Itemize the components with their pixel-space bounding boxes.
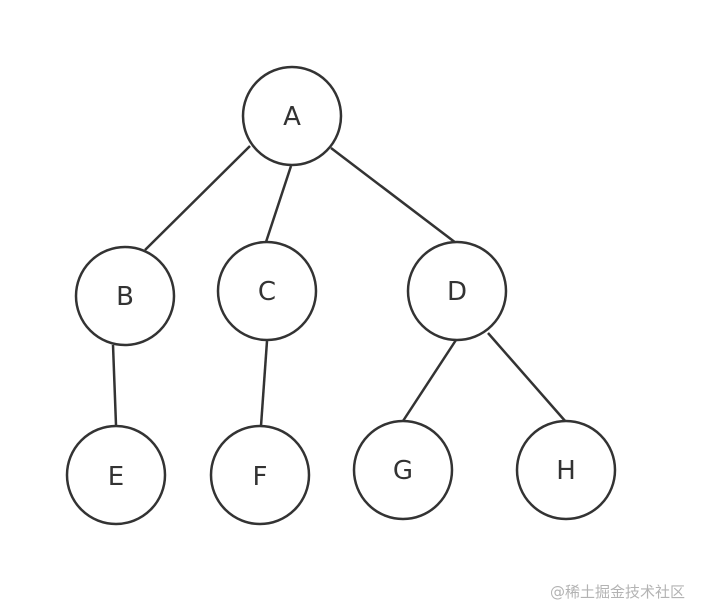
tree-node-g: G	[352, 419, 454, 521]
node-e-label: E	[108, 462, 124, 492]
tree-node-c: C	[216, 240, 318, 342]
node-a-circle	[241, 65, 343, 167]
node-d-circle	[406, 240, 508, 342]
node-h-label: H	[556, 456, 576, 486]
tree-node-a: A	[241, 65, 343, 167]
edges-layer	[111, 145, 567, 427]
edge-c-f	[259, 340, 269, 427]
edge-a-b	[144, 145, 251, 251]
node-c-circle	[216, 240, 318, 342]
tree-node-d: D	[406, 240, 508, 342]
node-h-circle	[515, 419, 617, 521]
watermark: @稀土掘金技术社区	[549, 583, 685, 601]
node-f-circle	[209, 424, 311, 526]
node-a-label: A	[283, 102, 301, 132]
tree-node-h: H	[515, 419, 617, 521]
edge-d-g	[401, 339, 458, 422]
tree-node-e: E	[65, 424, 167, 526]
edge-a-d	[330, 147, 457, 244]
edge-b-e	[111, 344, 118, 426]
node-f-label: F	[253, 462, 268, 492]
node-b-label: B	[116, 282, 134, 312]
edge-d-h	[487, 332, 567, 423]
tree-node-b: B	[74, 245, 176, 347]
tree-node-f: F	[209, 424, 311, 526]
node-b-circle	[74, 245, 176, 347]
node-g-circle	[352, 419, 454, 521]
edge-a-c	[264, 165, 293, 243]
nodes-layer: A B C D E F G H	[65, 65, 617, 526]
node-e-circle	[65, 424, 167, 526]
node-g-label: G	[393, 456, 413, 486]
node-d-label: D	[447, 277, 467, 307]
node-c-label: C	[258, 277, 276, 307]
